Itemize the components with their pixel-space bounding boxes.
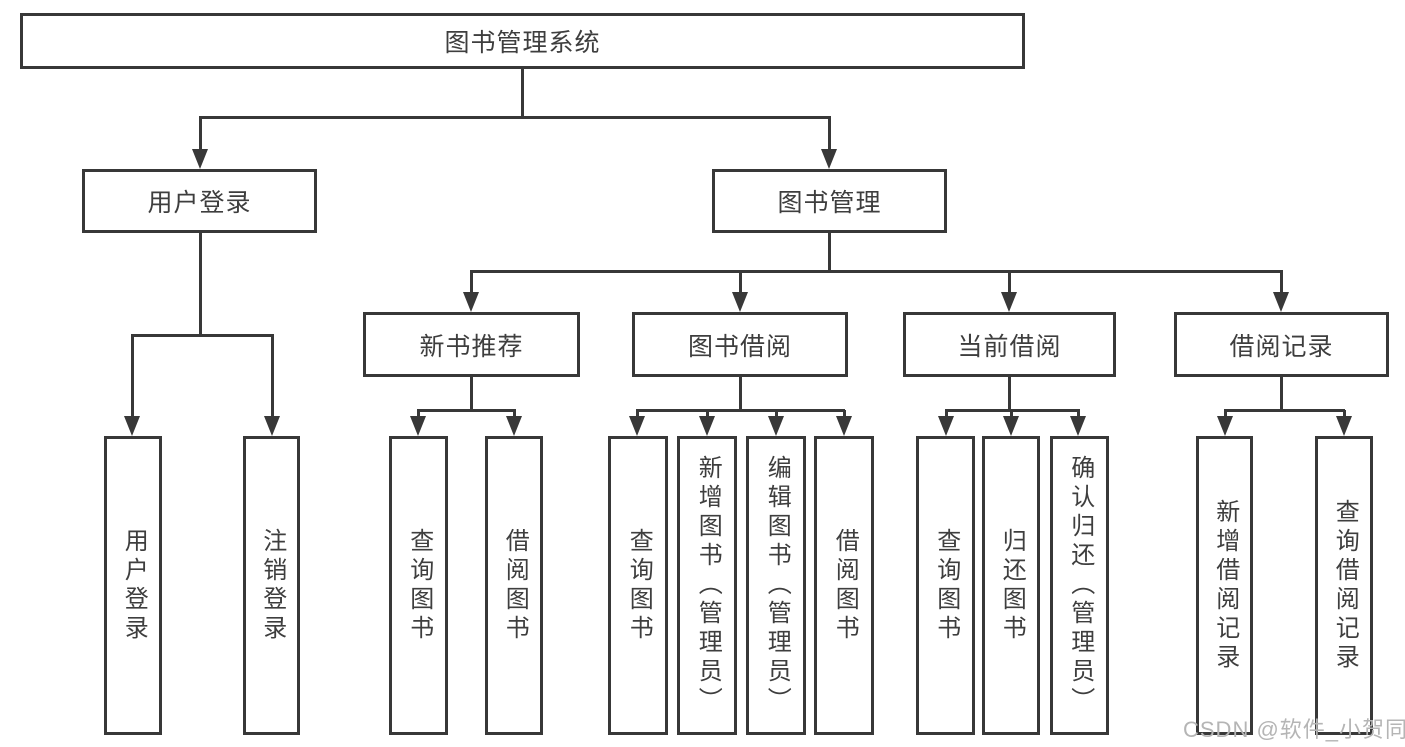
connector-line (199, 117, 202, 150)
connector-line (271, 335, 274, 417)
leaf-borrow-books: 借阅图书 (485, 436, 543, 735)
arrow-head (1217, 416, 1233, 436)
node-label: 新增图书（管理员） (694, 455, 722, 716)
node-label: 查询图书 (932, 527, 960, 644)
node-label: 借阅图书 (501, 527, 529, 644)
node-label: 查询借阅记录 (1331, 498, 1359, 673)
arrow-head (1273, 292, 1289, 312)
csdn-watermark: CSDN @软件_小贺同学 (1183, 717, 1405, 742)
node-book-borrowing: 图书借阅 (632, 312, 848, 377)
leaf-add-books-admin: 新增图书（管理员） (677, 436, 737, 735)
arrow-head (938, 416, 954, 436)
leaf-logout: 注销登录 (243, 436, 300, 735)
arrow-head (629, 416, 645, 436)
leaf-search-borrow-record: 查询借阅记录 (1315, 436, 1373, 735)
connector-line (1280, 271, 1283, 293)
connector-line (1224, 410, 1227, 417)
arrow-head (1003, 416, 1019, 436)
connector-line (131, 335, 134, 417)
arrow-head (506, 416, 522, 436)
connector-line (417, 410, 420, 417)
connector-line (1010, 410, 1013, 417)
arrow-head (732, 292, 748, 312)
arrow-head (821, 149, 837, 169)
node-label: 用户登录 (147, 189, 252, 217)
leaf-return-books: 归还图书 (982, 436, 1040, 735)
connector-line (1224, 409, 1345, 412)
leaf-user-login: 用户登录 (104, 436, 162, 735)
connector-line (199, 233, 202, 335)
node-book-management-branch: 图书管理 (712, 169, 947, 233)
node-current-borrowing: 当前借阅 (903, 312, 1116, 377)
node-label: 新增借阅记录 (1211, 498, 1239, 673)
connector-line (636, 409, 845, 412)
connector-line (1008, 377, 1011, 410)
leaf-confirm-return-admin: 确认归还（管理员） (1050, 436, 1109, 735)
connector-line (706, 410, 709, 417)
node-label: 查询图书 (625, 527, 653, 644)
node-label: 注销登录 (258, 527, 286, 644)
connector-line (470, 270, 1283, 273)
node-new-book-recommend: 新书推荐 (363, 312, 580, 377)
leaf-search-books: 查询图书 (389, 436, 448, 735)
connector-line (828, 233, 831, 271)
node-label: 借阅图书 (831, 527, 859, 644)
leaf-add-borrow-record: 新增借阅记录 (1196, 436, 1253, 735)
connector-line (470, 377, 473, 410)
node-label: 图书管理系统 (444, 29, 601, 57)
arrow-head (836, 416, 852, 436)
arrow-head (1070, 416, 1086, 436)
arrow-head (410, 416, 426, 436)
connector-line (521, 69, 524, 117)
connector-line (470, 271, 473, 293)
node-root-library-system: 图书管理系统 (20, 13, 1025, 69)
connector-line (417, 409, 516, 412)
node-label: 查询图书 (405, 527, 433, 644)
connector-line (199, 116, 831, 119)
arrow-head (192, 149, 208, 169)
connector-line (739, 377, 742, 410)
node-label: 图书借阅 (687, 332, 792, 361)
arrow-head (264, 416, 280, 436)
arrow-head (699, 416, 715, 436)
connector-line (828, 117, 831, 150)
node-label: 借阅记录 (1229, 332, 1334, 361)
leaf-borrow-books: 借阅图书 (814, 436, 874, 735)
node-borrowing-records: 借阅记录 (1174, 312, 1389, 377)
node-label: 确认归还（管理员） (1066, 455, 1094, 716)
node-label: 图书管理 (777, 189, 882, 217)
connector-line (739, 271, 742, 293)
arrow-head (1001, 292, 1017, 312)
connector-line (1343, 410, 1346, 417)
leaf-search-books: 查询图书 (608, 436, 668, 735)
node-label: 当前借阅 (957, 332, 1062, 361)
connector-line (945, 410, 948, 417)
arrow-head (768, 416, 784, 436)
leaf-edit-books-admin: 编辑图书（管理员） (746, 436, 806, 735)
arrow-head (1336, 416, 1352, 436)
connector-line (1008, 271, 1011, 293)
connector-line (775, 410, 778, 417)
connector-line (636, 410, 639, 417)
arrow-head (463, 292, 479, 312)
node-label: 新书推荐 (419, 332, 524, 361)
node-user-login-branch: 用户登录 (82, 169, 317, 233)
connector-line (1077, 410, 1080, 417)
connector-line (131, 334, 274, 337)
leaf-search-books: 查询图书 (916, 436, 975, 735)
connector-line (513, 410, 516, 417)
connector-line (843, 410, 846, 417)
node-label: 归还图书 (998, 527, 1026, 644)
arrow-head (124, 416, 140, 436)
node-label: 用户登录 (120, 527, 148, 644)
connector-line (1280, 377, 1283, 410)
node-label: 编辑图书（管理员） (763, 455, 791, 716)
